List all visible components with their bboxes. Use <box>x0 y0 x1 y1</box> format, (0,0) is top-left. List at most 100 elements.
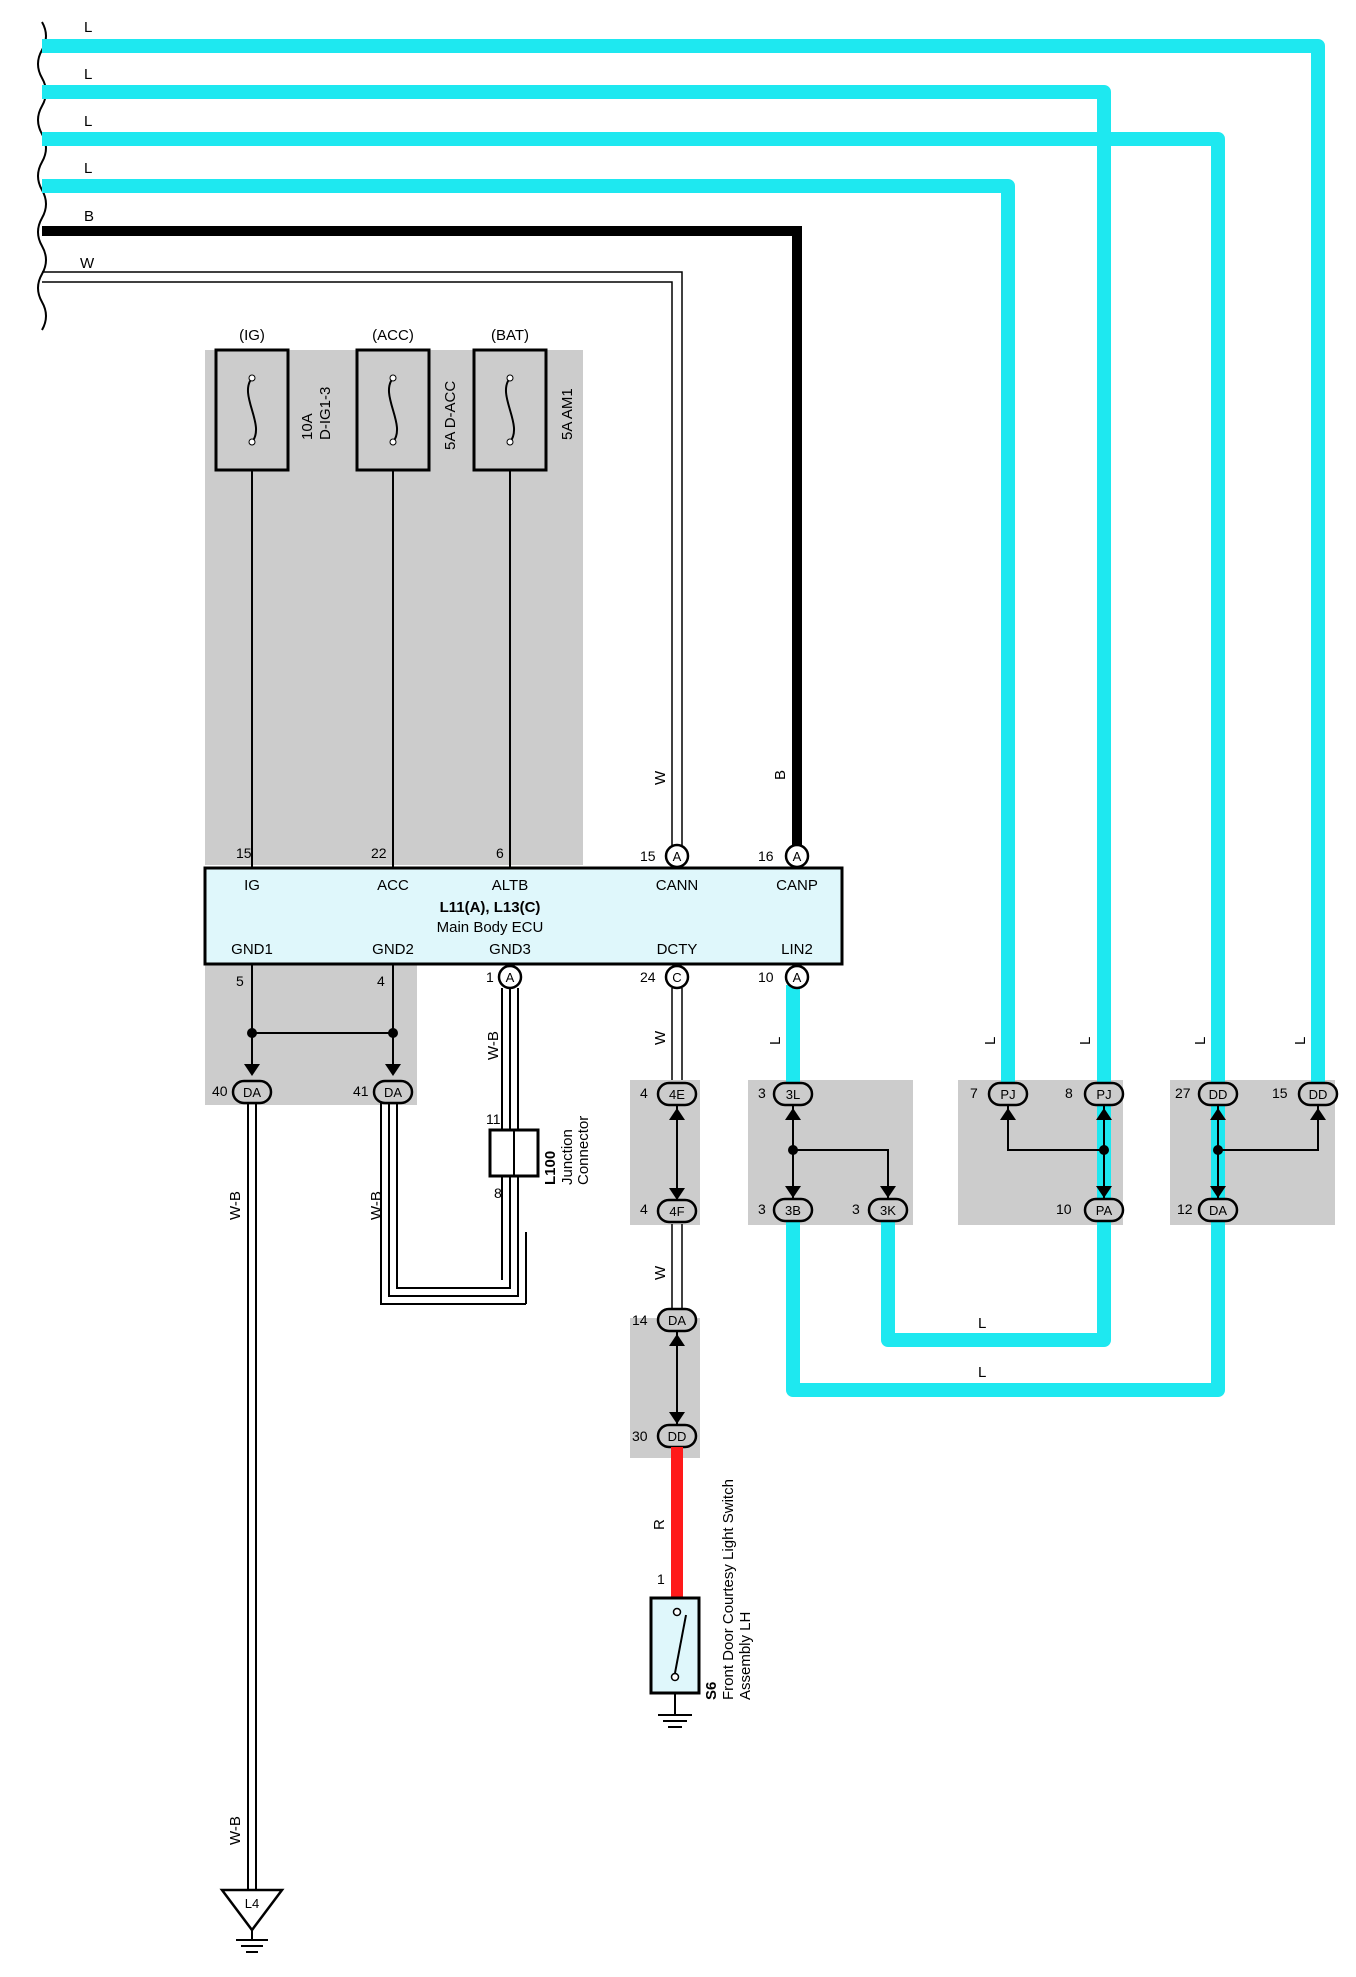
gnd-bottom-wire-label: W-B <box>227 1816 244 1845</box>
joint-4f: 4 4F <box>640 1198 698 1224</box>
fuse-bat-label: 5A AM1 <box>559 388 576 440</box>
arrow-down-icon <box>669 1412 685 1424</box>
junction-pin-bottom: 8 <box>494 1185 502 1201</box>
top5-label: B <box>84 208 94 225</box>
svg-text:12: 12 <box>1177 1201 1193 1217</box>
ecu-pin-ig: 15 <box>236 845 252 861</box>
svg-text:41: 41 <box>353 1083 369 1099</box>
pj8-wire-label: L <box>1077 1037 1094 1045</box>
conn-cann: A <box>673 849 682 864</box>
svg-text:DD: DD <box>1209 1087 1228 1102</box>
ecu-connector-circles: A A A C A <box>497 843 810 990</box>
fuse-wires <box>251 470 511 868</box>
fuse-acc-label: 5A D-ACC <box>442 381 459 450</box>
lin2-wire-label: L <box>767 1037 784 1045</box>
svg-text:3B: 3B <box>785 1203 801 1218</box>
dcty-wire-label: W <box>652 1030 669 1045</box>
fuse-bat-icon <box>504 377 516 443</box>
joint-dd27: 27 DD <box>1175 1081 1239 1107</box>
ecu-term-lin2: LIN2 <box>781 941 813 958</box>
ecu-box <box>203 866 844 966</box>
arrow-down-icon <box>785 1186 801 1198</box>
top3-label: L <box>84 113 92 130</box>
fuse-ig-name: D-IG1-3 <box>317 387 334 440</box>
svg-text:4F: 4F <box>669 1204 684 1219</box>
joint-3k: 3 3K <box>852 1197 909 1223</box>
dd15-wire-label: L <box>1292 1037 1309 1045</box>
fuse-bat: (BAT) 5A AM1 <box>472 327 576 472</box>
joint-da12: 12 DA <box>1177 1197 1239 1223</box>
joint-3l: 3 3L <box>758 1081 814 1107</box>
ecu-term-gnd2: GND2 <box>372 941 414 958</box>
junction-line2: Connector <box>575 1116 592 1185</box>
arrow-down-icon <box>244 1064 260 1076</box>
svg-text:40: 40 <box>212 1083 228 1099</box>
ecu-term-altb: ALTB <box>492 877 528 894</box>
svg-text:PJ: PJ <box>1096 1087 1111 1102</box>
switch-pin: 1 <box>657 1571 665 1587</box>
pj7-wire-label: L <box>982 1037 999 1045</box>
joint-3b: 3 3B <box>758 1197 814 1223</box>
conn-gnd3: A <box>506 970 515 985</box>
joint-dd30: 30 DD <box>632 1423 698 1449</box>
ecu-term-dcty: DCTY <box>657 941 698 958</box>
svg-text:3K: 3K <box>880 1203 896 1218</box>
svg-text:7: 7 <box>970 1085 978 1101</box>
arrow-up-icon <box>669 1108 685 1120</box>
arrow-up-icon <box>1000 1108 1016 1120</box>
arrow-up-icon <box>1210 1108 1226 1120</box>
joint-pj8: 8 PJ <box>1065 1081 1125 1107</box>
joint-da14: 14 DA <box>632 1307 698 1333</box>
svg-text:27: 27 <box>1175 1085 1191 1101</box>
joint-da41: 41 DA <box>353 1079 414 1105</box>
svg-text:3: 3 <box>852 1201 860 1217</box>
harness-break-wiggle <box>37 21 47 331</box>
svg-text:4: 4 <box>640 1201 648 1217</box>
ecu-pin-gnd2: 4 <box>377 973 385 989</box>
switch-contact-icon <box>674 1614 687 1674</box>
ecu-term-canp: CANP <box>776 877 818 894</box>
ecu-term-acc: ACC <box>377 877 409 894</box>
top1-label: L <box>84 19 92 36</box>
gnd2-wire-label: W-B <box>368 1191 385 1220</box>
splice-dot <box>388 1028 398 1038</box>
junction-line1: Junction <box>559 1129 576 1185</box>
svg-text:4E: 4E <box>669 1087 685 1102</box>
ecu-pin-altb: 6 <box>496 845 504 861</box>
wire-top4 <box>42 179 1015 1083</box>
ecu-pin-canp: 16 <box>758 848 774 864</box>
svg-text:DD: DD <box>1309 1087 1328 1102</box>
ecu-term-gnd1: GND1 <box>231 941 273 958</box>
svg-text:14: 14 <box>632 1312 648 1328</box>
svg-text:4: 4 <box>640 1085 648 1101</box>
conn-lin2: A <box>793 970 802 985</box>
blue-wires <box>42 39 1325 1397</box>
junction-code: L100 <box>542 1151 559 1185</box>
arrow-up-icon <box>785 1108 801 1120</box>
fuse-ig-top-label: (IG) <box>239 327 265 344</box>
wire-canp-b <box>42 226 802 852</box>
top-wire-labels: L L L L B W <box>80 19 95 272</box>
svg-text:30: 30 <box>632 1428 648 1444</box>
cann-wire-label: W <box>652 770 669 785</box>
ecu-subtitle: Main Body ECU <box>437 919 544 936</box>
arrow-down-icon <box>1210 1186 1226 1198</box>
switch-code: S6 <box>703 1682 720 1700</box>
canp-wire-label: B <box>772 770 789 780</box>
ecu-term-gnd3: GND3 <box>489 941 531 958</box>
ecu-title: L11(A), L13(C) <box>440 899 541 916</box>
ecu-term-ig: IG <box>244 877 260 894</box>
fuse-bat-top-label: (BAT) <box>491 327 529 344</box>
switch-line1: Front Door Courtesy Light Switch <box>720 1479 737 1700</box>
arrow-down-icon <box>1096 1186 1112 1198</box>
top2-label: L <box>84 66 92 83</box>
ecu-pin-gnd3: 1 <box>486 969 494 985</box>
dcty-wire <box>671 988 683 1318</box>
arrow-up-icon <box>669 1334 685 1346</box>
loop2-wire-label: L <box>978 1364 986 1381</box>
svg-text:PA: PA <box>1096 1203 1113 1218</box>
joint-da40: 40 DA <box>212 1079 273 1105</box>
ecu-pin-gnd1: 5 <box>236 973 244 989</box>
conn-canp: A <box>793 849 802 864</box>
